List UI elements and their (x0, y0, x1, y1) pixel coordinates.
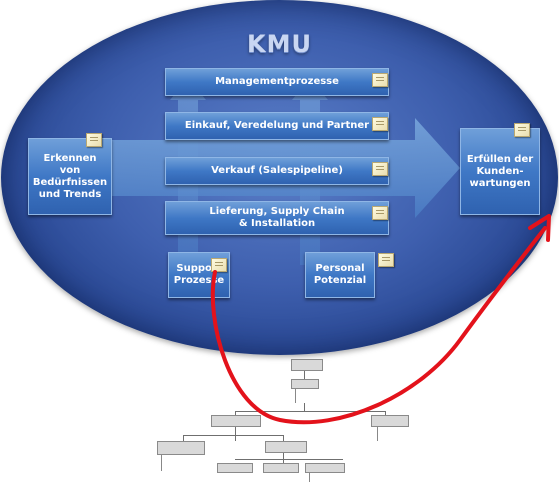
bar-verkauf: Verkauf (Salespipeline) (165, 157, 389, 185)
org-box (291, 359, 323, 371)
bar-managementprozesse-label: Managementprozesse (215, 76, 339, 87)
box-erfuellen: Erfüllen der Kunden- wartungen (460, 128, 540, 215)
box-erkennen-label: Erkennen von Bedürfnissen und Trends (32, 152, 108, 200)
bar-lieferung-label: Lieferung, Supply Chain & Installation (209, 206, 345, 229)
org-text-lines (161, 455, 184, 471)
bar-verkauf-label: Verkauf (Salespipeline) (211, 165, 343, 176)
org-box (305, 463, 345, 473)
org-box (265, 441, 307, 453)
org-box (211, 415, 261, 427)
note-icon (378, 253, 394, 267)
box-erkennen: Erkennen von Bedürfnissen und Trends (28, 138, 112, 215)
box-support-label: Support Prozesse (173, 263, 225, 286)
org-box (291, 379, 319, 389)
red-connector-curve (210, 226, 547, 425)
note-icon (372, 117, 388, 131)
note-icon (372, 206, 388, 220)
bar-lieferung: Lieferung, Supply Chain & Installation (165, 201, 389, 235)
org-box (217, 463, 253, 473)
org-chart-thumbnail (157, 355, 425, 483)
note-icon (372, 162, 388, 176)
box-personal-label: Personal Potenzial (313, 263, 367, 286)
org-text-lines (377, 427, 400, 441)
note-icon (211, 258, 227, 272)
bar-einkauf: Einkauf, Veredelung und Partner (165, 112, 389, 140)
diagram-title: KMU (247, 30, 312, 58)
note-icon (372, 73, 388, 87)
org-box (371, 415, 409, 427)
box-personal: Personal Potenzial (305, 252, 375, 298)
org-box (157, 441, 205, 455)
org-box (263, 463, 299, 473)
note-icon (514, 123, 530, 137)
box-erfuellen-label: Erfüllen der Kunden- wartungen (466, 153, 534, 189)
note-icon (86, 133, 102, 147)
bar-einkauf-label: Einkauf, Veredelung und Partner (184, 120, 370, 131)
org-text-lines (295, 389, 318, 403)
red-arrowhead (528, 214, 551, 242)
bar-managementprozesse: Managementprozesse (165, 68, 389, 96)
org-text-lines (309, 473, 332, 482)
